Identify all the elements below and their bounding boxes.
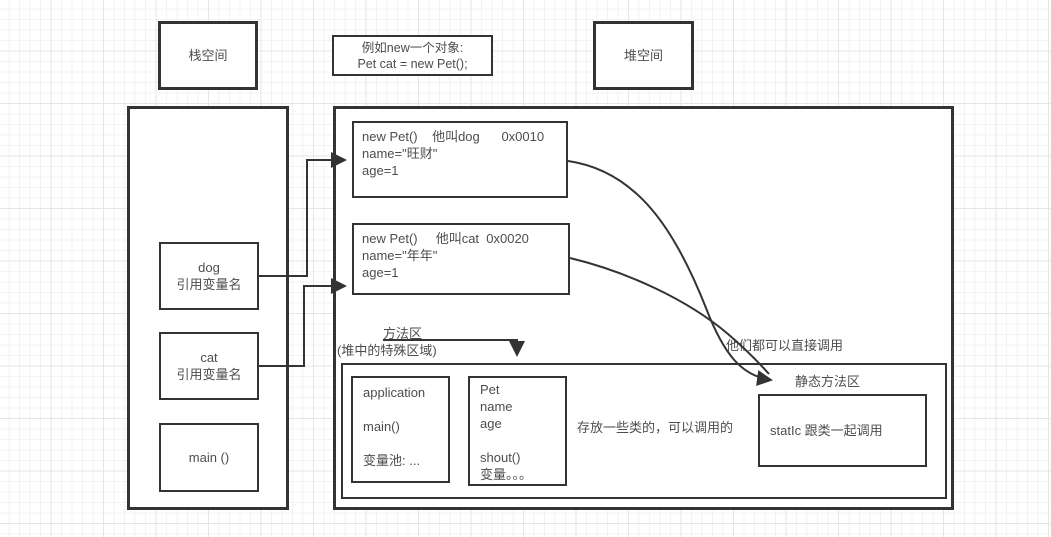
dog-reference-text: dog 引用变量名 [176, 260, 242, 292]
pet-object-cat-box: new Pet() 他叫cat 0x0020 name="年年" age=1 [352, 223, 570, 295]
pet-class-box: Pet name age shout() 变量。。。 [468, 376, 567, 486]
main-frame-box: main () [159, 423, 259, 492]
method-area-label: 方法区 [383, 326, 423, 341]
cat-reference-text: cat 引用变量名 [176, 350, 242, 382]
method-area-note: 存放一些类的，可以调用的 [577, 420, 734, 435]
heap-space-label: 堆空间 [593, 21, 694, 90]
example-note-box: 例如new一个对象: Pet cat = new Pet(); [332, 35, 493, 76]
application-class-text: application main() 变量池: ... [363, 385, 426, 468]
heap-space-label-text: 堆空间 [623, 48, 663, 63]
pet-object-dog-box: new Pet() 他叫dog 0x0010 name="旺财" age=1 [352, 121, 568, 198]
static-method-box: statIc 跟类一起调用 [758, 394, 927, 467]
application-class-box: application main() 变量池: ... [351, 376, 450, 483]
pet-object-cat-text: new Pet() 他叫cat 0x0020 name="年年" age=1 [362, 231, 529, 280]
stack-space-label: 栈空间 [158, 21, 258, 90]
pet-object-dog-text: new Pet() 他叫dog 0x0010 name="旺财" age=1 [362, 129, 545, 178]
stack-space-label-text: 栈空间 [188, 48, 228, 63]
main-frame-text: main () [188, 450, 230, 465]
method-area-sublabel: (堆中的特殊区域) [337, 343, 437, 358]
static-area-label: 静态方法区 [795, 374, 861, 389]
example-note-text: 例如new一个对象: Pet cat = new Pet(); [357, 40, 468, 71]
dog-reference-box: dog 引用变量名 [159, 242, 259, 310]
direct-call-note: 他们都可以直接调用 [726, 338, 844, 353]
cat-reference-box: cat 引用变量名 [159, 332, 259, 400]
static-method-text: statIc 跟类一起调用 [770, 423, 883, 438]
pet-class-text: Pet name age shout() 变量。。。 [480, 382, 533, 482]
